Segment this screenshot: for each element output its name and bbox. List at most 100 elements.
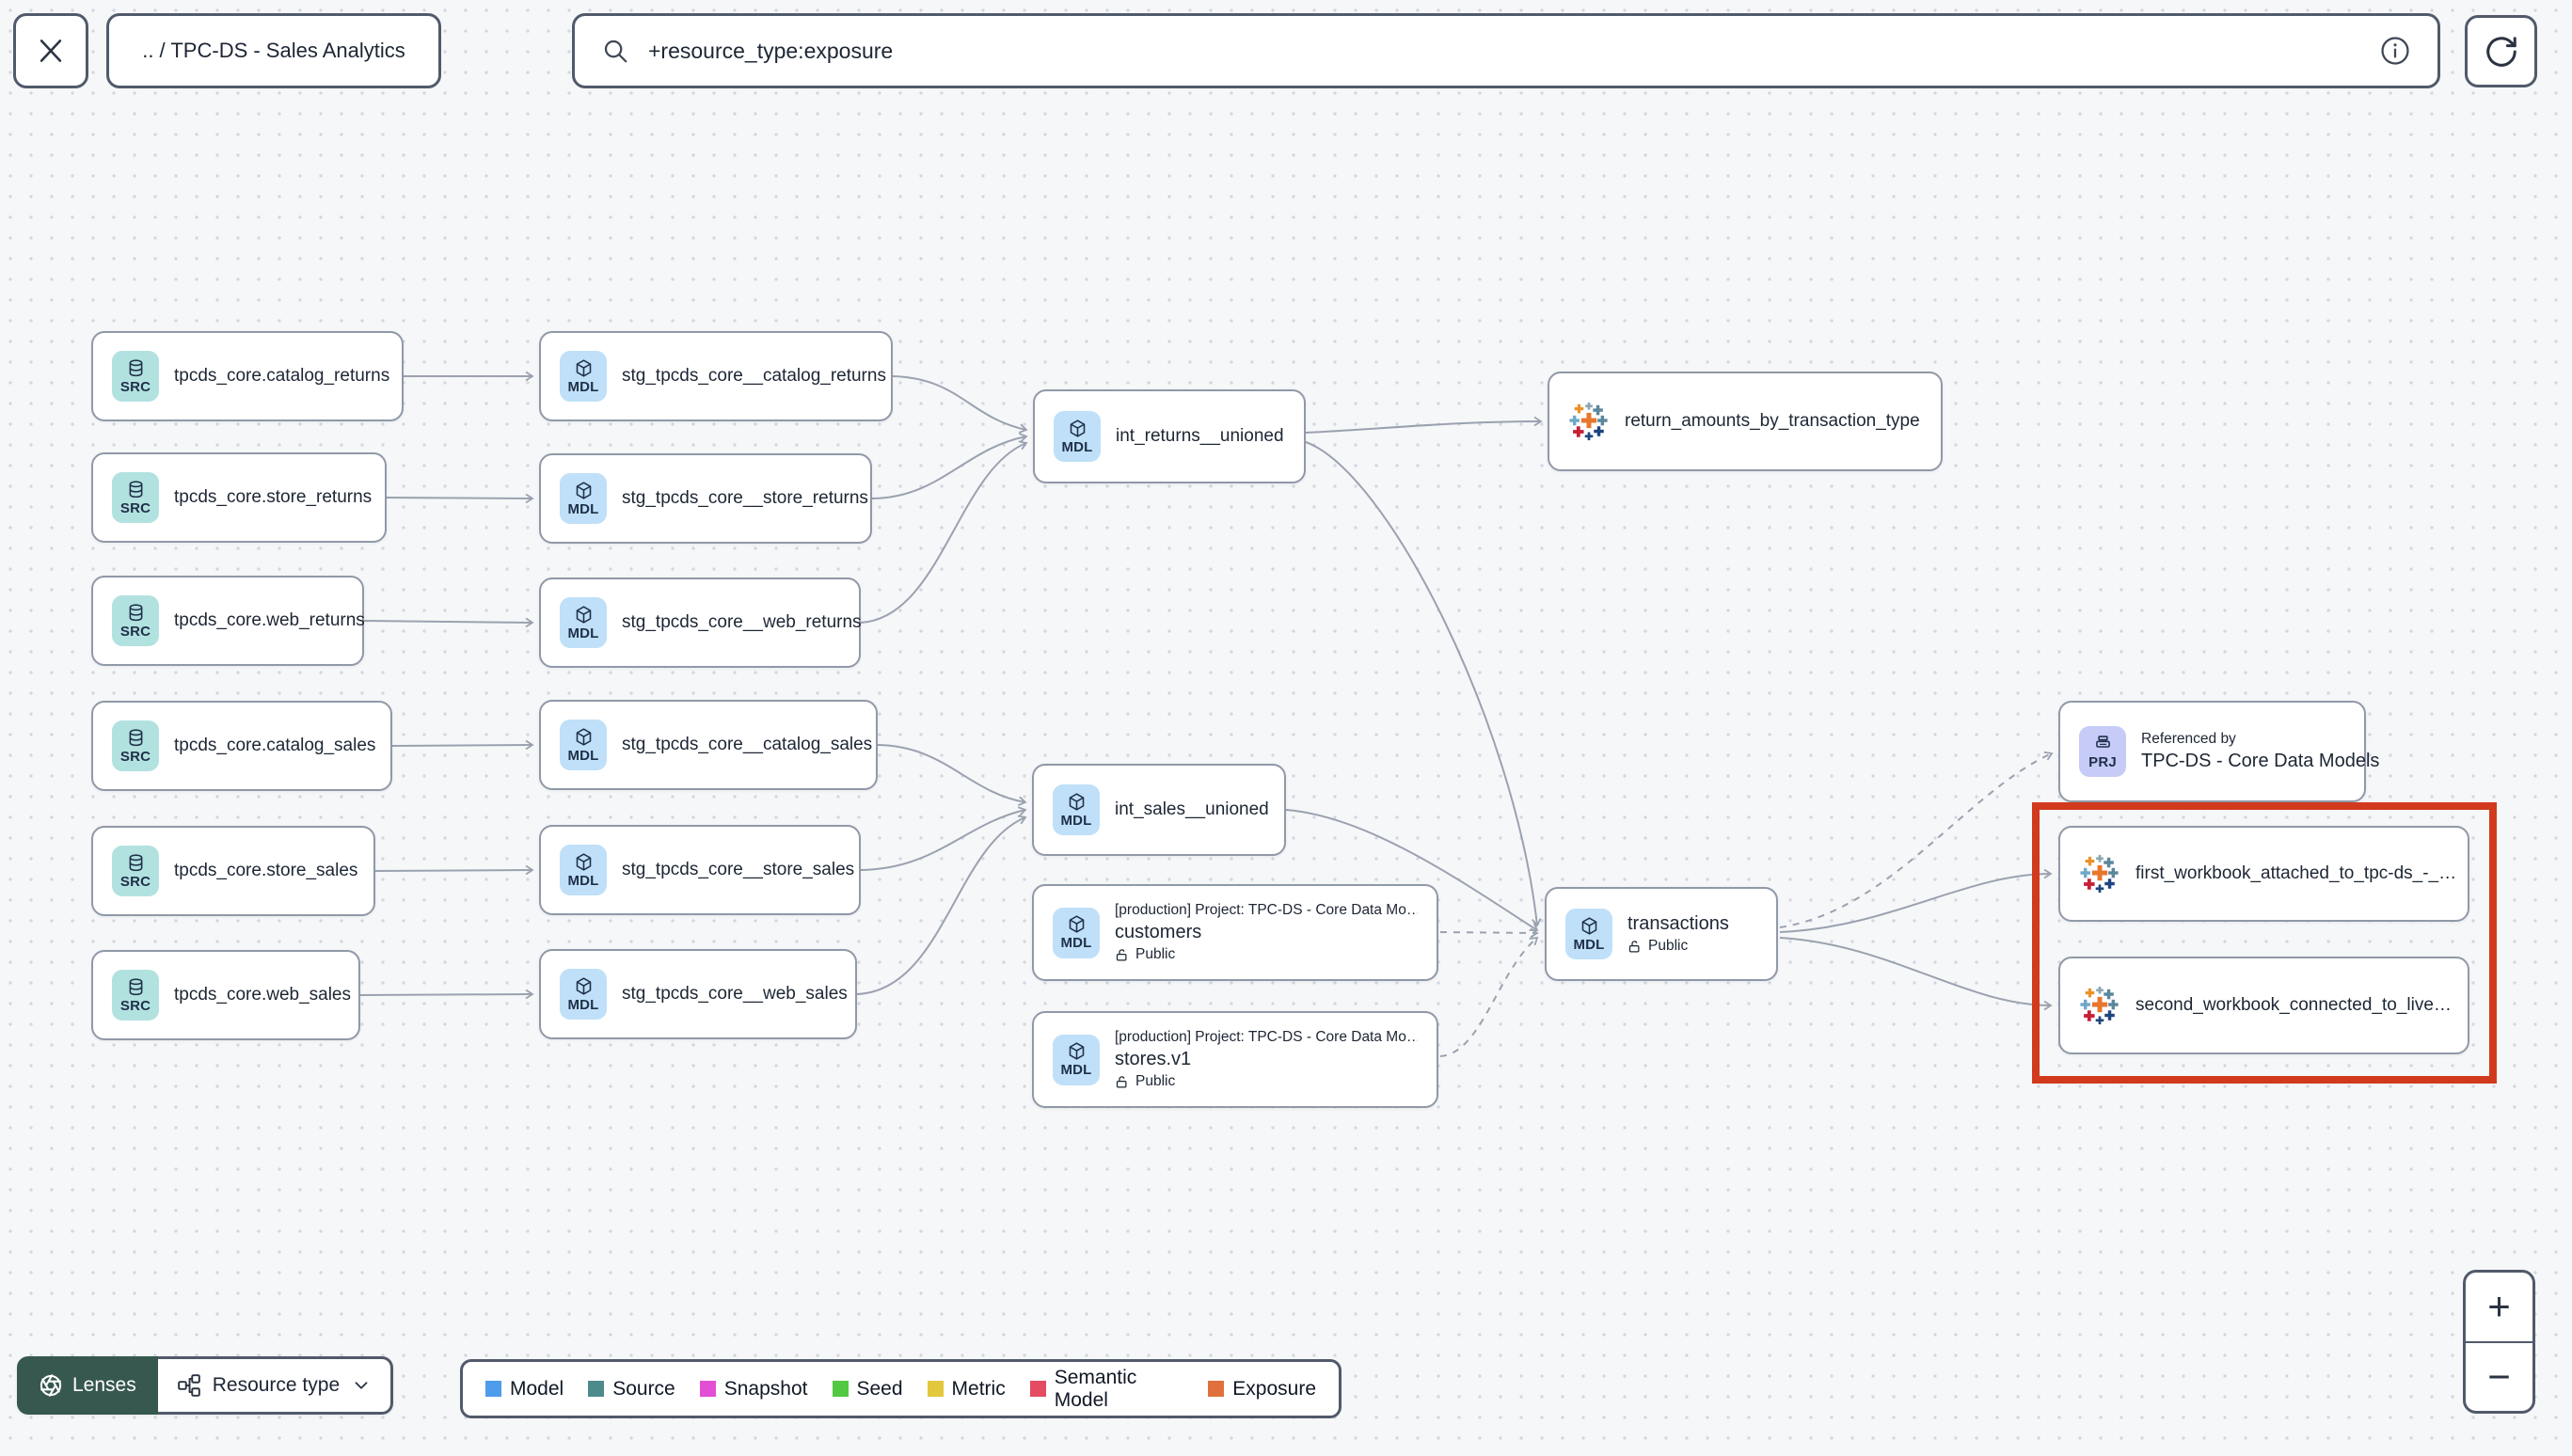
node-src-store-returns[interactable]: SRC tpcds_core.store_returns: [91, 452, 387, 543]
legend-swatch: [1208, 1381, 1225, 1397]
refresh-button[interactable]: [2465, 15, 2537, 87]
zoom-in-button[interactable]: +: [2466, 1273, 2532, 1343]
legend-swatch: [1029, 1381, 1046, 1397]
breadcrumb[interactable]: .. / TPC-DS - Sales Analytics: [106, 13, 441, 88]
edge-stg-intsales-1: [877, 744, 1027, 807]
node-label: return_amounts_by_transaction_type: [1625, 411, 1920, 431]
edge-customers-transactions: [1439, 927, 1539, 939]
node-src-catalog-returns[interactable]: SRC tpcds_core.catalog_returns: [91, 331, 404, 421]
tableau-icon: [1569, 402, 1608, 441]
legend-item: Model: [485, 1378, 564, 1401]
node-access: Public: [1115, 946, 1418, 963]
node-customers[interactable]: MDL [production] Project: TPC-DS - Core …: [1032, 884, 1438, 981]
chevron-down-icon: [355, 1382, 368, 1389]
unlock-icon: [1628, 940, 1640, 952]
edge-stg-intsales-3: [856, 815, 1027, 995]
node-stg-catalog-sales[interactable]: MDL stg_tpcds_core__catalog_sales: [539, 700, 878, 790]
unlock-icon: [1116, 1075, 1127, 1087]
node-label: stg_tpcds_core__store_returns: [622, 488, 868, 508]
node-stg-web-returns[interactable]: MDL stg_tpcds_core__web_returns: [539, 578, 862, 668]
node-stores-v1[interactable]: MDL [production] Project: TPC-DS - Core …: [1032, 1011, 1438, 1108]
node-stg-web-sales[interactable]: MDL stg_tpcds_core__web_sales: [539, 949, 857, 1039]
node-label: tpcds_core.catalog_sales: [174, 736, 376, 755]
tableau-icon: [2080, 986, 2119, 1025]
node-stg-store-returns[interactable]: MDL stg_tpcds_core__store_returns: [539, 453, 872, 544]
legend-label: Semantic Model: [1054, 1366, 1137, 1411]
node-stg-catalog-returns[interactable]: MDL stg_tpcds_core__catalog_returns: [539, 331, 893, 421]
resource-type-icon: [177, 1374, 200, 1397]
resource-type-dropdown[interactable]: Resource type: [157, 1356, 394, 1415]
search-bar: [572, 13, 2440, 88]
legend-swatch: [832, 1381, 849, 1397]
project-badge: PRJ: [2079, 726, 2126, 777]
source-badge: SRC: [112, 846, 159, 896]
close-button[interactable]: [13, 13, 88, 88]
legend-label: Source: [612, 1377, 675, 1400]
lenses-button[interactable]: Lenses: [17, 1356, 158, 1415]
node-referenced-by: Referenced by: [2141, 731, 2236, 747]
edge-stg-intsales-2: [860, 806, 1027, 871]
node-label: tpcds_core.store_sales: [174, 861, 358, 880]
cube-icon: [576, 481, 591, 499]
legend-item: Snapshot: [699, 1378, 808, 1401]
info-icon[interactable]: [2379, 35, 2411, 67]
model-badge: MDL: [560, 473, 607, 524]
node-label: stg_tpcds_core__store_sales: [622, 860, 855, 879]
node-label: transactions: [1627, 913, 1729, 934]
cube-icon: [576, 976, 591, 995]
cube-icon: [1069, 1042, 1084, 1060]
edge-src-stg-2: [386, 493, 534, 504]
node-access: Public: [1627, 938, 1729, 955]
search-input[interactable]: [646, 37, 2362, 65]
cube-icon: [1069, 792, 1084, 811]
database-icon: [129, 358, 142, 376]
source-badge: SRC: [112, 970, 159, 1021]
cube-icon: [576, 605, 591, 624]
node-project-reference[interactable]: PRJ Referenced by TPC-DS - Core Data Mod…: [2058, 701, 2379, 802]
source-badge: SRC: [112, 472, 159, 523]
source-badge: SRC: [112, 595, 159, 646]
close-icon: [40, 40, 62, 62]
node-exposure-return-amounts[interactable]: return_amounts_by_transaction_type: [1548, 372, 1943, 471]
zoom-out-button[interactable]: −: [2487, 1353, 2511, 1399]
legend-item: Semantic Model: [1029, 1366, 1184, 1412]
node-src-web-returns[interactable]: SRC tpcds_core.web_returns: [91, 576, 365, 666]
node-transactions[interactable]: MDL transactions Public: [1545, 887, 1778, 981]
unlock-icon: [1116, 948, 1127, 960]
cube-icon: [1070, 419, 1085, 437]
node-exposure-second-workbook[interactable]: second_workbook_connected_to_live…: [2058, 957, 2469, 1054]
tableau-icon: [2080, 854, 2119, 894]
model-badge: MDL: [1565, 909, 1612, 959]
edge-transactions-second-workbook: [1779, 937, 2053, 1011]
model-badge: MDL: [1054, 411, 1101, 462]
node-int-returns-unioned[interactable]: MDL int_returns__unioned: [1033, 389, 1306, 483]
edge-src-stg-6: [359, 989, 534, 1000]
legend-swatch: [699, 1381, 716, 1397]
database-icon: [129, 480, 142, 498]
edge-src-stg-3: [363, 617, 534, 628]
search-icon: [604, 40, 627, 63]
aperture-icon: [40, 1374, 62, 1397]
cube-icon: [1069, 915, 1084, 933]
node-label: stg_tpcds_core__catalog_sales: [622, 735, 873, 754]
node-src-web-sales[interactable]: SRC tpcds_core.web_sales: [91, 950, 360, 1040]
node-label: int_sales__unioned: [1115, 799, 1269, 819]
cube-icon: [576, 358, 591, 377]
edge-intreturns-exposure: [1305, 416, 1543, 434]
edge-src-stg-5: [374, 864, 534, 876]
node-exposure-first-workbook[interactable]: first_workbook_attached_to_tpc-ds_-_…: [2058, 826, 2469, 922]
node-src-catalog-sales[interactable]: SRC tpcds_core.catalog_sales: [91, 701, 392, 791]
archive-icon: [2095, 735, 2110, 748]
legend-label: Exposure: [1232, 1377, 1316, 1400]
node-label: stg_tpcds_core__web_sales: [622, 984, 848, 1004]
refresh-icon: [2485, 36, 2516, 67]
node-project-line: [production] Project: TPC-DS - Core Data…: [1115, 1029, 1418, 1045]
database-icon: [129, 603, 142, 621]
node-project-line: [production] Project: TPC-DS - Core Data…: [1115, 902, 1418, 918]
cube-icon: [1581, 916, 1596, 935]
node-stg-store-sales[interactable]: MDL stg_tpcds_core__store_sales: [539, 825, 861, 915]
node-int-sales-unioned[interactable]: MDL int_sales__unioned: [1032, 764, 1286, 856]
node-src-store-sales[interactable]: SRC tpcds_core.store_sales: [91, 826, 375, 916]
model-badge: MDL: [560, 845, 607, 895]
